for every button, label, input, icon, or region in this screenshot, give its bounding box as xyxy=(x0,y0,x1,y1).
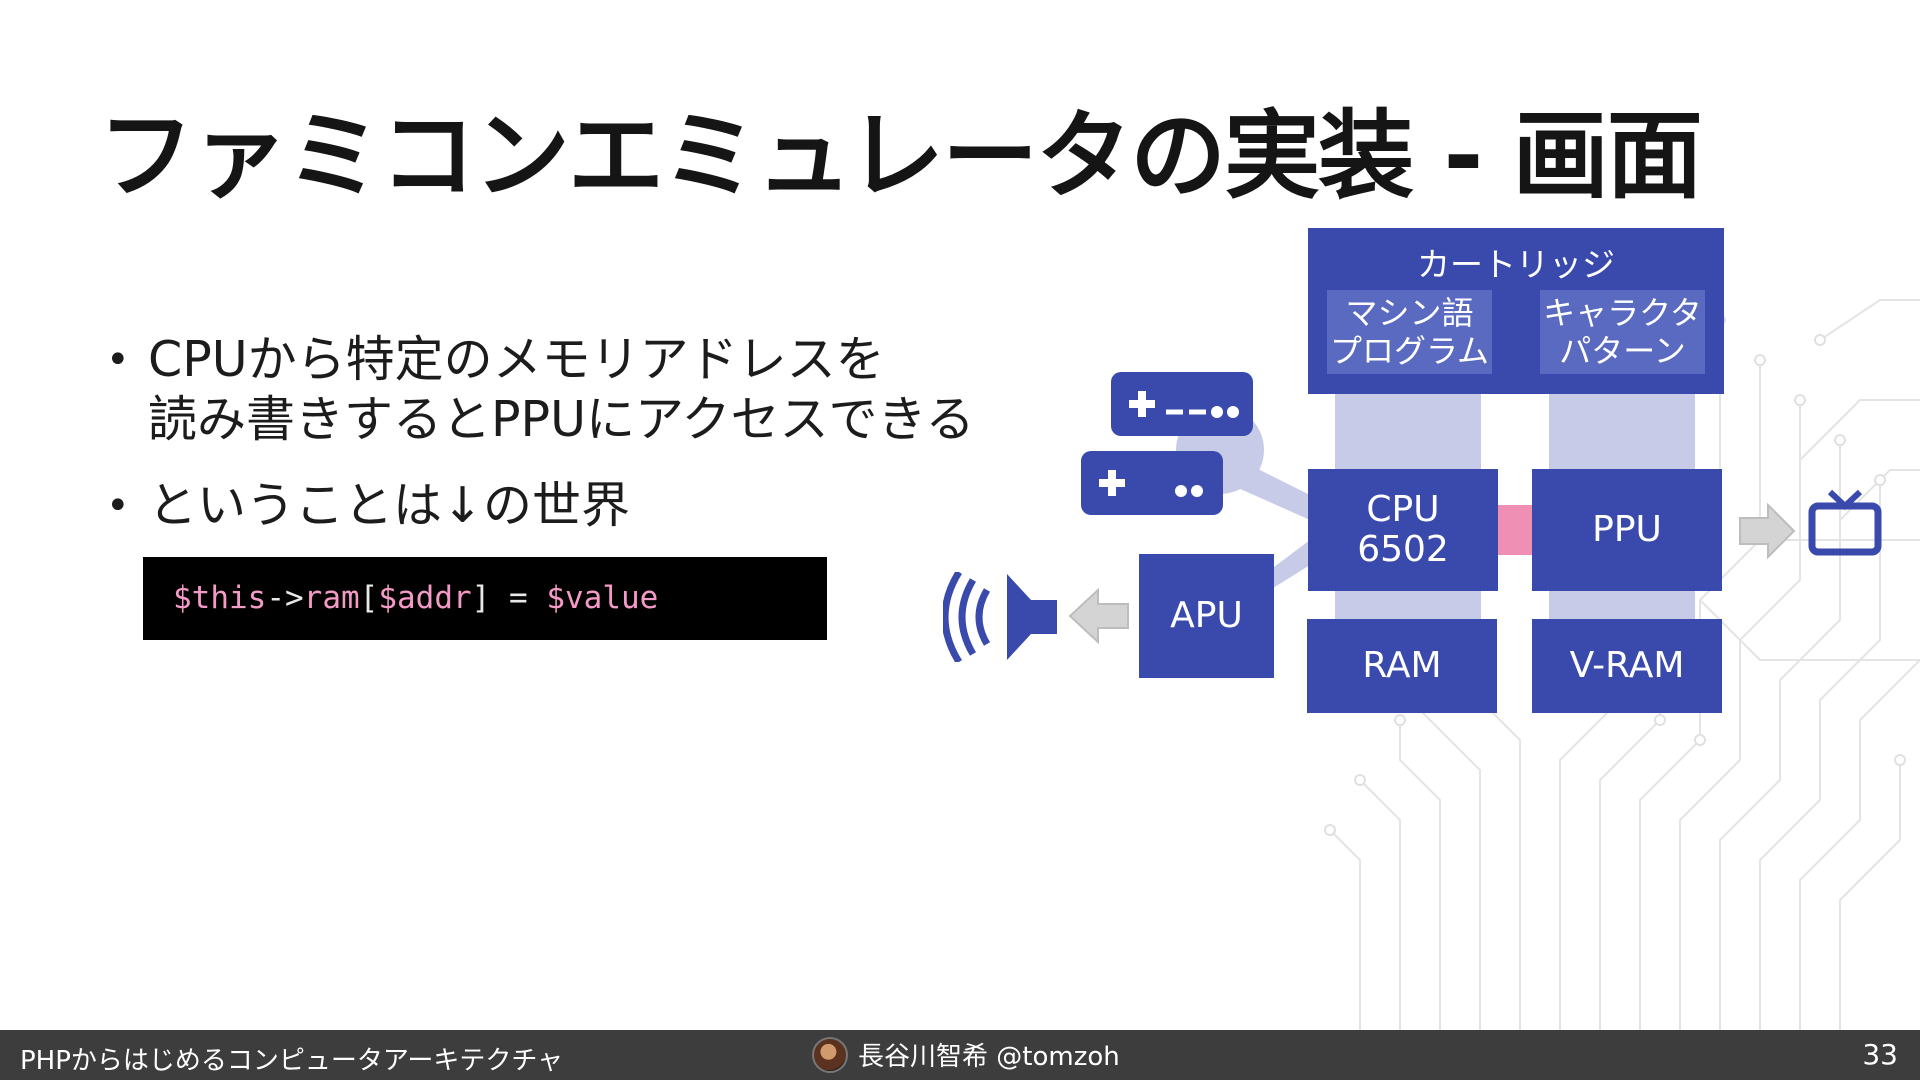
tv-icon xyxy=(1808,489,1882,556)
cpu-model: 6502 xyxy=(1357,529,1449,570)
bullet-item: • ということは↓の世界 xyxy=(100,476,980,536)
code-var-value: $value xyxy=(546,580,659,616)
code-var-addr: $addr xyxy=(378,580,472,616)
cpu-block: CPU 6502 xyxy=(1308,469,1498,591)
controller-icon xyxy=(1081,451,1223,515)
bullet-dot: • xyxy=(106,337,130,383)
machine-code-block: マシン語 プログラム xyxy=(1327,290,1492,374)
author-name: 長谷川智希 @tomzoh xyxy=(858,1042,1120,1072)
char-pattern-line: キャラクタ xyxy=(1543,294,1702,332)
vram-block: V-RAM xyxy=(1532,619,1722,713)
bullet-line: 読み書きするとPPUにアクセスできる xyxy=(148,391,975,448)
bullet-line: CPUから特定のメモリアドレスを xyxy=(148,331,885,388)
code-equals: = xyxy=(490,580,547,616)
avatar xyxy=(812,1036,848,1073)
speaker-icon xyxy=(943,572,1057,662)
deck-title: PHPからはじめるコンピュータアーキテクチャ xyxy=(20,1046,564,1076)
bullet-dot: • xyxy=(106,483,130,529)
apu-block: APU xyxy=(1139,554,1274,678)
bullet-list: • CPUから特定のメモリアドレスを 読み書きするとPPUにアクセスできる • … xyxy=(100,330,980,562)
code-prop: ram xyxy=(303,580,360,616)
cpu-ppu-link xyxy=(1498,505,1532,555)
machine-code-line: マシン語 xyxy=(1345,294,1474,332)
code-bracket-open: [ xyxy=(359,580,379,616)
cartridge-label: カートリッジ xyxy=(1417,245,1615,284)
code-arrow: -> xyxy=(266,580,304,616)
arrow-left-icon xyxy=(1068,587,1129,645)
arrow-right-icon xyxy=(1739,503,1796,559)
bullet-line: ということは↓の世界 xyxy=(148,477,631,534)
ppu-block: PPU xyxy=(1532,469,1722,591)
bullet-item: • CPUから特定のメモリアドレスを 読み書きするとPPUにアクセスできる xyxy=(100,330,980,450)
slide-title: ファミコンエミュレータの実装 - 画面 xyxy=(98,100,1703,212)
controller-icon xyxy=(1111,372,1253,436)
code-block: $this->ram[$addr] = $value xyxy=(143,557,827,640)
page-number: 33 xyxy=(1862,1038,1898,1071)
code-var-this: $this xyxy=(173,580,267,616)
machine-code-line: プログラム xyxy=(1329,332,1490,370)
ram-block: RAM xyxy=(1307,619,1497,713)
code-bracket-close: ] xyxy=(471,580,491,616)
footer-bar: PHPからはじめるコンピュータアーキテクチャ 長谷川智希 @tomzoh 33 xyxy=(0,1030,1920,1080)
author-info: 長谷川智希 @tomzoh xyxy=(812,1036,1120,1073)
char-pattern-block: キャラクタ パターン xyxy=(1540,290,1705,374)
char-pattern-line: パターン xyxy=(1559,332,1686,370)
cpu-label: CPU xyxy=(1366,489,1440,530)
